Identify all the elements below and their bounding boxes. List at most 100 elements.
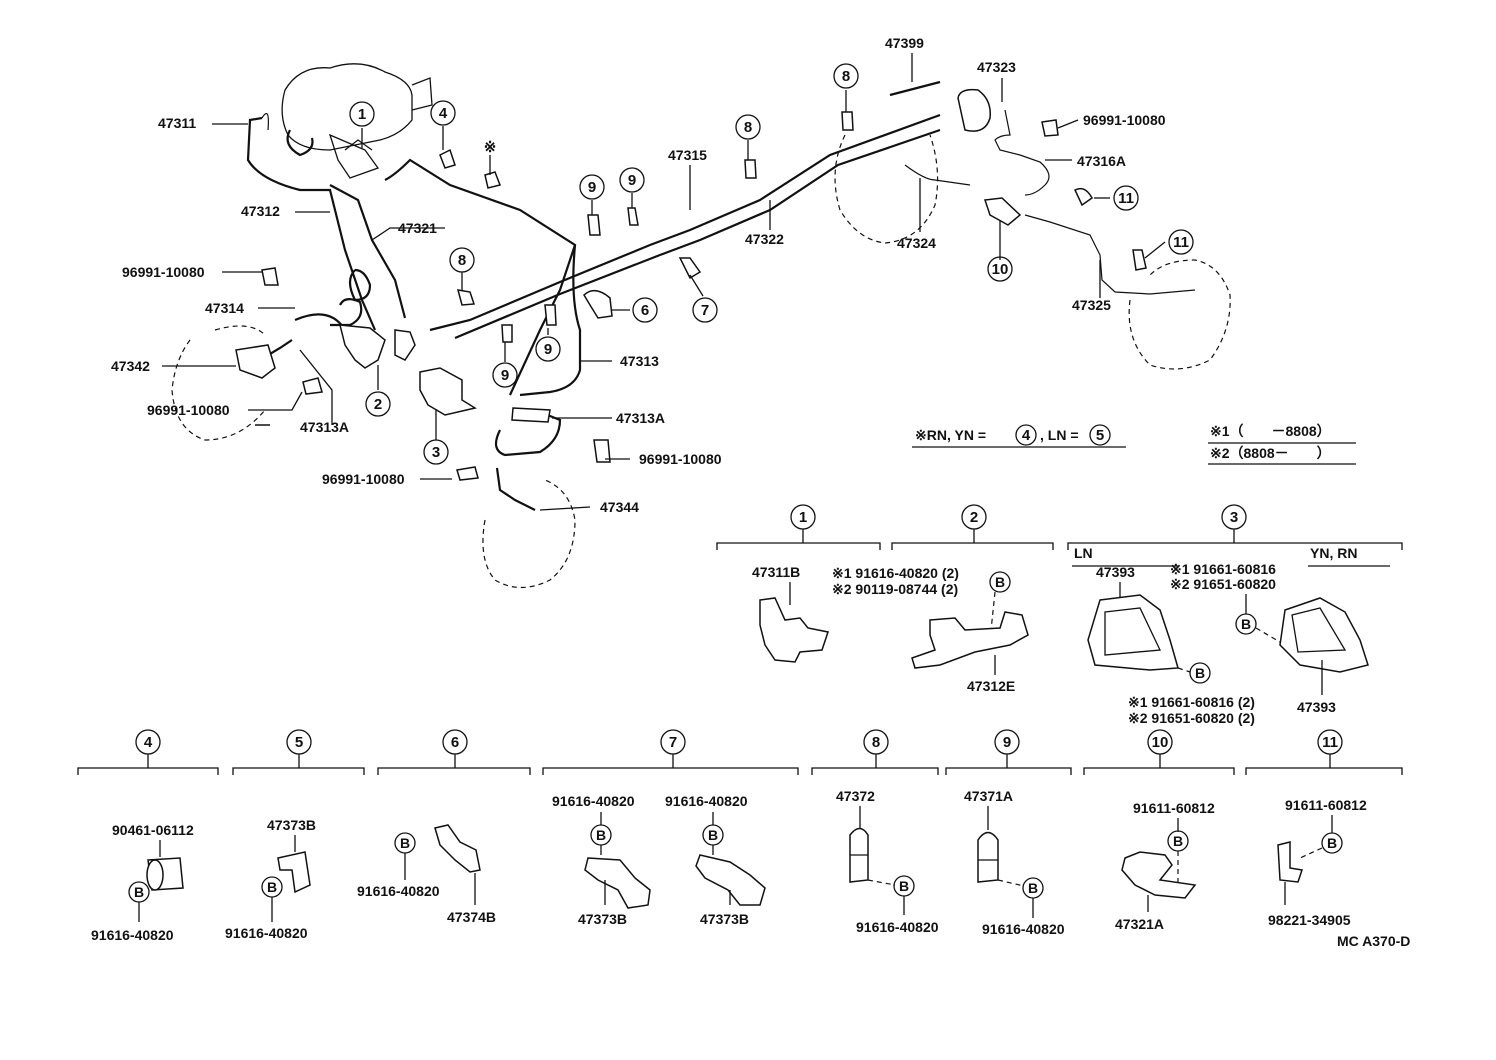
label-47311: 47311: [158, 115, 196, 131]
label-47321: 47321: [398, 220, 437, 236]
callout-6: 6: [641, 302, 649, 319]
leader-lines: [162, 53, 1166, 511]
label-47315: 47315: [668, 147, 707, 163]
callout-11: 11: [1173, 234, 1189, 251]
label-91616-40820: 91616-40820: [357, 883, 440, 899]
date-range-1: ※1（ －8808）: [1210, 423, 1331, 439]
label-91616-40820: 91616-40820: [552, 793, 635, 809]
label-47316A: 47316A: [1077, 153, 1126, 169]
label-47342: 47342: [111, 358, 150, 374]
section-10-callout: 10: [1152, 734, 1169, 751]
label-47323: 47323: [977, 59, 1016, 75]
section-6-callout: 6: [451, 734, 459, 751]
label-47313: 47313: [620, 353, 659, 369]
bolt-b-marker: B: [1327, 835, 1337, 851]
callout-3: 3: [432, 444, 440, 461]
bolt-b-marker: B: [134, 884, 144, 900]
label-47313A: 47313A: [300, 419, 349, 435]
label-47399: 47399: [885, 35, 924, 51]
section-9: 9 47371A B 91616-40820: [945, 729, 1072, 937]
callout-9: 9: [501, 367, 509, 384]
callout-8: 8: [458, 252, 466, 269]
label-90119-08744-2: ※2 90119-08744 (2): [832, 581, 958, 597]
bolt-b-marker: B: [1028, 880, 1038, 896]
label-91611-60812: 91611-60812: [1133, 800, 1215, 816]
label-96991-10080: 96991-10080: [639, 451, 722, 467]
label-47322: 47322: [745, 231, 784, 247]
callout-11: 11: [1118, 190, 1134, 207]
wheel-outlines: [171, 134, 1231, 589]
callout-1: 1: [358, 106, 366, 123]
callout-2: 2: [374, 396, 382, 413]
label-47373B: 47373B: [700, 911, 749, 927]
bolt-b-marker: B: [1173, 833, 1183, 849]
label-47325: 47325: [1072, 297, 1111, 313]
label-47372: 47372: [836, 788, 875, 804]
section-8-callout: 8: [872, 734, 880, 751]
section-1-callout: 1: [799, 509, 807, 526]
label-47324: 47324: [897, 235, 936, 251]
label-91616-40820: 91616-40820: [665, 793, 748, 809]
section-10: 10 91611-60812 B 47321A: [1083, 729, 1235, 932]
section-11-callout: 11: [1322, 734, 1338, 751]
bolt-b-marker: B: [267, 879, 277, 895]
label-96991-10080: 96991-10080: [322, 471, 405, 487]
label-ln: LN: [1074, 545, 1093, 561]
bolt-b-marker: B: [596, 827, 606, 843]
label-91661-60816: ※1 91661-60816: [1170, 561, 1276, 577]
label-91661-60816-2: ※1 91661-60816 (2): [1128, 694, 1255, 710]
section-1: 1 47311B ※1 91616-40820 (2) ※2 90119-087…: [716, 504, 1029, 694]
label-47311B: 47311B: [752, 564, 800, 580]
section-7-callout: 7: [669, 734, 677, 751]
label-47393-ln: 47393: [1096, 564, 1135, 580]
variant-note-callout-4: 4: [1022, 427, 1031, 444]
date-range-2: ※2（8808－ ）: [1210, 445, 1331, 461]
clips-and-brackets: [235, 88, 1147, 481]
label-91616-40820: 91616-40820: [856, 919, 939, 935]
section-2-callout: 2: [970, 509, 978, 526]
section-3-callout: 3: [1230, 509, 1238, 526]
label-91651-60820-2: ※2 91651-60820 (2): [1128, 710, 1255, 726]
label-47371A: 47371A: [964, 788, 1013, 804]
label-47374B: 47374B: [447, 909, 496, 925]
bolt-b-marker: B: [899, 878, 909, 894]
label-98221-34905: 98221-34905: [1268, 912, 1351, 928]
label-96991-10080: 96991-10080: [122, 264, 205, 280]
callout-7: 7: [701, 302, 709, 319]
label-47373B: 47373B: [578, 911, 627, 927]
callout-9: 9: [544, 341, 552, 358]
section-6: 6 B 91616-40820 47374B: [357, 729, 531, 925]
callout-10: 10: [992, 261, 1009, 278]
label-47344: 47344: [600, 499, 639, 515]
bolt-b-marker: B: [1195, 665, 1205, 681]
callout-4: 4: [439, 105, 448, 122]
callout-9: 9: [588, 179, 596, 196]
callout-asterisk: ※: [484, 139, 497, 156]
variant-note-ln: , LN =: [1040, 427, 1079, 443]
section-11: 11 91611-60812 B 98221-34905: [1245, 729, 1403, 928]
diagram-code: MC A370-D: [1337, 933, 1410, 949]
section-9-callout: 9: [1003, 734, 1011, 751]
variant-note-rn-yn: ※RN, YN =: [915, 427, 986, 443]
bolt-b-marker: B: [708, 827, 718, 843]
label-96991-10080: 96991-10080: [147, 402, 230, 418]
bolt-b-marker: B: [1241, 616, 1251, 632]
label-91616-40820: 91616-40820: [91, 927, 174, 943]
callout-8: 8: [842, 68, 850, 85]
bolt-b-marker: B: [995, 574, 1005, 590]
label-yn-rn: YN, RN: [1310, 545, 1357, 561]
label-47312E: 47312E: [967, 678, 1015, 694]
label-91616-40820-2: ※1 91616-40820 (2): [832, 565, 959, 581]
section-3: 3 LN YN, RN 47393 ※1 91661-60816 ※2 9165…: [1067, 504, 1403, 726]
callout-markers: 1 4 ※ 8 8 9 9 8 6 7 9 9 2 3 11 11 10: [349, 63, 1194, 465]
label-91651-60820: ※2 91651-60820: [1170, 576, 1276, 592]
section-4: 4 90461-06112 B 91616-40820: [77, 729, 219, 943]
label-47313A: 47313A: [616, 410, 665, 426]
label-47321A: 47321A: [1115, 916, 1164, 932]
section-8: 8 47372 B 91616-40820: [811, 729, 939, 935]
brake-pipes: [246, 80, 1196, 511]
label-90461-06112: 90461-06112: [112, 822, 194, 838]
label-47312: 47312: [241, 203, 280, 219]
bolt-b-marker: B: [400, 835, 410, 851]
